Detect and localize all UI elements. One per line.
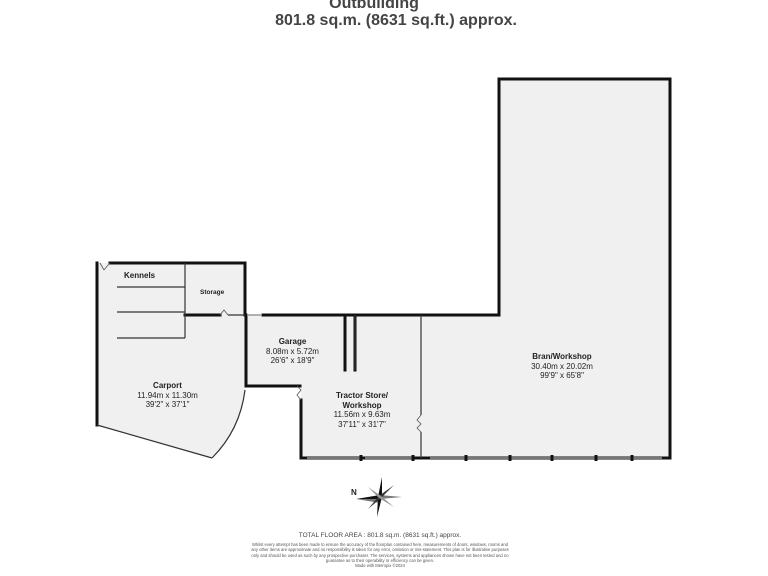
- room-name: Garage: [278, 337, 307, 346]
- room-name: Bran/Workshop: [532, 352, 592, 361]
- carport-curve: [211, 389, 246, 459]
- compass-north-label: N: [351, 488, 357, 497]
- room-metric: 11.94m x 11.30m: [137, 390, 198, 400]
- door-storage: [219, 309, 229, 316]
- footer-disclaimer: Whilst every attempt has been made to en…: [251, 542, 509, 563]
- room-metric: 11.56m x 9.63m: [333, 410, 391, 419]
- room-label-kennels: Kennels: [124, 271, 156, 280]
- footer: TOTAL FLOOR AREA : 801.8 sq.m. (8631 sq.…: [250, 532, 510, 568]
- room-name: Tractor Store/: [335, 391, 388, 400]
- room-garage: Garage 8.08m x 5.72m 26'6" x 18'9": [245, 337, 340, 366]
- room-name: Carport: [153, 381, 182, 390]
- footer-credit: Made with Metropix ©2024: [355, 563, 405, 569]
- garage-floor: [246, 315, 355, 386]
- plan-total-area: 801.8 sq.m. (8631 sq.ft.) approx.: [275, 12, 517, 29]
- compass-rose-icon: [356, 477, 402, 517]
- room-carport: Carport 11.94m x 11.30m 39'2" x 37'1": [110, 381, 225, 410]
- barn-walls: [497, 77, 672, 460]
- footer-total-area: TOTAL FLOOR AREA : 801.8 sq.m. (8631 sq.…: [298, 532, 462, 539]
- room-barn-workshop: Bran/Workshop 30.40m x 20.02m 99'9" x 65…: [512, 352, 612, 381]
- barn-floor: [421, 79, 670, 458]
- room-imperial: 37'11" x 31'7": [338, 419, 386, 429]
- room-name-line2: Workshop: [342, 400, 382, 410]
- carport-south-edge: [96, 424, 213, 459]
- door-tractor: [296, 385, 302, 401]
- room-imperial: 39'2" x 37'1": [145, 400, 190, 409]
- door-kennels: [99, 262, 111, 271]
- room-metric: 8.08m x 5.72m: [266, 346, 319, 356]
- plan-title: Outbuilding: [329, 0, 419, 12]
- door-barn: [416, 414, 422, 433]
- room-imperial: 26'6" x 18'9": [270, 356, 315, 365]
- room-imperial: 99'9" x 65'8": [540, 371, 584, 380]
- room-label-storage: Storage: [200, 289, 225, 296]
- room-metric: 30.40m x 20.02m: [531, 361, 593, 371]
- room-tractor-store: Tractor Store/ Workshop 11.56m x 9.63m 3…: [312, 391, 412, 429]
